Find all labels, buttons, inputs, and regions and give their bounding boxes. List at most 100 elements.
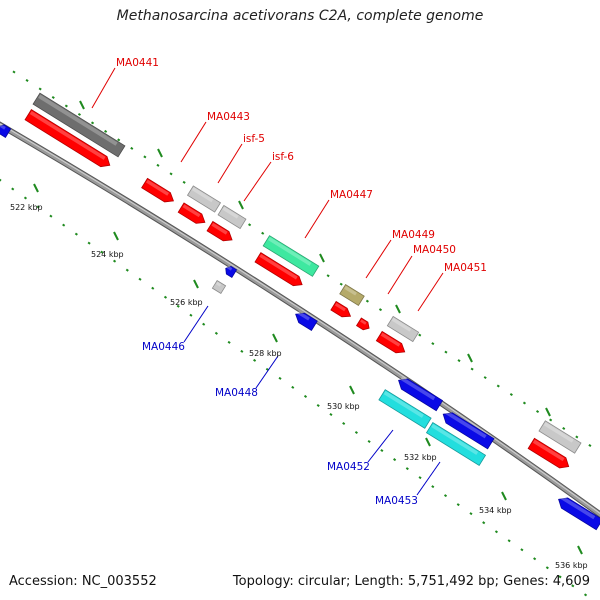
gene-label-MA0453[interactable]: MA0453 [375,495,418,507]
tick-dot-outer [549,418,553,422]
gene-label-MA0448[interactable]: MA0448 [215,387,258,399]
tick-dot-inner [125,268,129,272]
kbp-label-530: 530 kbp [327,402,360,411]
gene-label-MA0452[interactable]: MA0452 [327,461,370,473]
major-tick-inner [272,333,278,343]
major-tick-outer [395,304,401,314]
gene-label-MA0449[interactable]: MA0449 [392,229,435,241]
tick-dot-inner [11,187,15,191]
gene-label-MA0451[interactable]: MA0451 [444,262,487,274]
kbp-label-534: 534 kbp [479,506,512,515]
gene-label-MA0443[interactable]: MA0443 [207,111,250,123]
gene-isf-5[interactable] [177,202,208,227]
gene-MA0451-outer[interactable] [386,315,420,343]
kbp-label-532: 532 kbp [404,453,437,462]
gene-MA0447-outer[interactable] [262,235,320,277]
tick-dot-outer [418,333,422,337]
tick-dot-inner [482,521,486,525]
tick-dot-outer [339,282,343,286]
tick-dot-inner [380,449,384,453]
leader-line-isf-5 [217,143,243,184]
tick-dot-outer [536,410,540,413]
tick-dot-inner [367,440,371,444]
gene-MA0443[interactable] [141,177,177,205]
leader-line-MA0448 [255,355,279,389]
gene-MA0452[interactable] [378,389,432,429]
gene-isf-6-outer[interactable] [217,204,247,230]
tick-dot-outer [104,129,108,133]
tick-dot-inner [113,259,117,263]
genome-backbone [0,121,600,519]
gene-reverse-532[interactable] [440,409,495,450]
tick-dot-inner [545,566,549,570]
tick-dot-inner [316,403,320,407]
gene-isf-6[interactable] [206,220,235,244]
gene-isf-5-outer[interactable] [186,185,222,213]
gene-label-MA0446[interactable]: MA0446 [142,341,185,353]
tick-dot-outer [248,223,252,227]
gene-reverse-530[interactable] [395,375,444,412]
tick-dot-inner [558,575,562,579]
gene-MA0447[interactable] [254,252,305,290]
tick-dot-outer [77,112,81,116]
tick-dot-outer [588,443,592,447]
major-tick-inner [425,437,431,447]
tick-dot-outer [130,146,134,150]
tick-dot-outer [431,342,435,346]
gene-MA0451[interactable] [375,330,407,356]
tick-dot-inner [74,232,78,236]
tick-dot-outer [326,274,330,278]
kbp-label-524: 524 kbp [91,250,124,259]
gene-reverse-536[interactable] [555,494,600,531]
gene-right-outer[interactable] [538,420,582,454]
tick-dot-outer [156,163,160,167]
tick-dot-inner [533,557,537,561]
tick-dot-outer [12,70,16,74]
tick-dot-inner [583,593,588,597]
gene-MA0449-outer[interactable] [339,283,365,307]
gene-MA0450[interactable] [355,317,372,332]
tick-dot-outer [25,78,29,82]
gene-label-isf-6[interactable]: isf-6 [272,151,294,163]
tick-dot-inner [138,277,142,281]
major-tick-inner [577,545,583,555]
tick-dot-inner [431,485,435,489]
tick-dot-inner [303,394,308,398]
gene-MA0449[interactable] [330,300,353,320]
gene-label-MA0447[interactable]: MA0447 [330,189,373,201]
tick-dot-inner [151,286,155,290]
tick-dot-inner [0,178,2,182]
tick-dot-outer [117,138,121,142]
leader-line-isf-6 [243,161,272,202]
leader-line-MA0447 [304,199,330,239]
gene-label-isf-5[interactable]: isf-5 [243,133,265,145]
gene-MA0453[interactable] [425,422,487,466]
gene-features [0,92,600,531]
tick-dot-inner [163,295,168,299]
tick-dot-outer [182,180,186,184]
kbp-label-522: 522 kbp [10,203,43,212]
leader-line-MA0449 [365,239,392,279]
gene-left-edge-reverse[interactable] [0,123,12,138]
tick-dot-outer [575,435,579,439]
tick-dot-inner [469,512,473,516]
gene-MA0441-outer[interactable] [32,92,126,158]
gene-right-inner[interactable] [527,437,572,471]
tick-dot-outer [509,393,513,397]
kbp-label-536: 536 kbp [555,561,588,570]
gene-MA0446[interactable] [223,265,238,279]
gene-MA0448[interactable] [293,310,318,332]
gene-label-MA0450[interactable]: MA0450 [413,244,456,256]
tick-dot-inner [227,340,231,344]
tick-dot-inner [494,530,498,534]
major-tick-outer [319,253,325,263]
gene-MA0446-gray[interactable] [211,279,227,295]
leader-line-MA0443 [180,121,207,163]
tick-dot-outer [496,384,500,388]
tick-dot-inner [291,385,295,389]
gene-label-MA0441[interactable]: MA0441 [116,57,159,69]
gene-MA0441[interactable] [24,109,113,171]
tick-dot-inner [393,458,397,462]
tick-dot-outer [38,87,42,91]
